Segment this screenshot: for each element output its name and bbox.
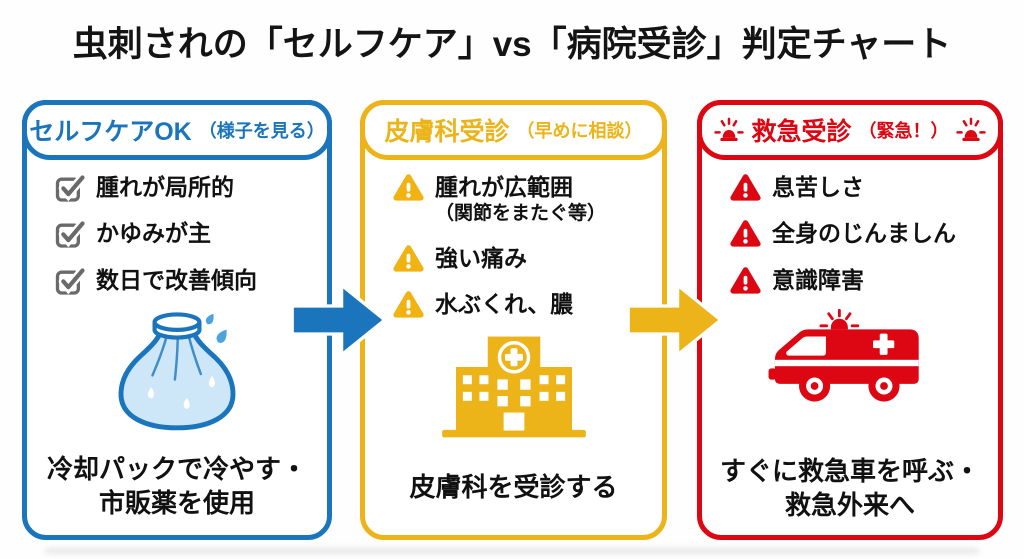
floor-shadow (45, 548, 979, 554)
warning-triangle-icon (730, 266, 761, 294)
dermatology-caption: 皮膚科を受診する (409, 472, 618, 503)
selfcare-caption: 冷却パックで冷やす・ 市販薬を使用 (46, 454, 307, 519)
warning-triangle-icon (393, 290, 424, 318)
panel-selfcare-title: セルフケアOK (29, 118, 192, 146)
checklist-item-label: 強い痛み (435, 244, 527, 271)
checklist-item-label: 意識障害 (772, 266, 864, 293)
checklist-item: かゆみが主 (55, 219, 319, 249)
checklist-item-label: 息苦しさ (772, 174, 864, 200)
checklist-item: 息苦しさ (730, 173, 990, 202)
checklist-item-label: 腫れが広範囲 (435, 174, 573, 200)
checklist-item-label: 腫れが局所的 (96, 174, 234, 200)
checklist-item-note: （関節をまたぐ等） (435, 203, 607, 225)
checklist-item-text: 腫れが広範囲 （関節をまたぐ等） (435, 173, 606, 227)
ice-pack-icon (27, 310, 327, 440)
checklist-item: 数日で改善傾向 (55, 265, 319, 295)
selfcare-checklist: 腫れが局所的 かゆみが主 (55, 173, 319, 295)
panel-dermatology: 皮膚科受診 （早めに相談） 腫れが広範囲 （関節をまたぐ等） (360, 100, 667, 540)
siren-icon (714, 117, 745, 143)
panel-selfcare: セルフケアOK （様子を見る） 腫れが局所的 (22, 100, 332, 540)
checklist-item: 強い痛み (393, 244, 654, 273)
siren-icon (955, 117, 986, 143)
panel-dermatology-title-note: （早めに相談） (516, 121, 643, 141)
checklist-item: 水ぶくれ、膿 (393, 290, 654, 319)
arrow-right-icon (627, 280, 722, 360)
panel-emergency-title-note: （緊急！） (858, 121, 949, 141)
emergency-checklist: 息苦しさ 全身のじんましん (730, 173, 990, 295)
page-title: 虫刺されの「セルフケア」vs「病院受診」判定チャート (72, 25, 952, 64)
panel-selfcare-title-note: （様子を見る） (198, 121, 325, 141)
checklist-item: 腫れが局所的 (55, 173, 319, 202)
checkbox-checked-icon (55, 265, 85, 295)
checklist-item-label: 全身のじんましん (772, 220, 956, 247)
warning-triangle-icon (730, 173, 761, 201)
checkbox-checked-icon (55, 219, 85, 249)
panel-emergency-header: 救急受診 （緊急！） (697, 100, 1003, 160)
checklist-item-label: 水ぶくれ、膿 (435, 291, 574, 318)
hospital-icon (365, 335, 662, 439)
checklist-item: 意識障害 (730, 266, 990, 295)
panel-selfcare-header: セルフケアOK （様子を見る） (22, 100, 332, 160)
panel-dermatology-title: 皮膚科受診 (384, 118, 510, 146)
panel-dermatology-header: 皮膚科受診 （早めに相談） (360, 100, 667, 160)
warning-triangle-icon (393, 244, 424, 272)
checklist-item-label: かゆみが主 (96, 220, 211, 247)
warning-triangle-icon (393, 173, 424, 201)
arrow-right-icon (291, 280, 386, 360)
checklist-item-label: 数日で改善傾向 (96, 266, 257, 293)
panel-emergency-title: 救急受診 (751, 118, 852, 146)
warning-triangle-icon (730, 219, 761, 248)
ambulance-icon (702, 308, 998, 418)
checklist-item: 全身のじんましん (730, 219, 990, 248)
dermatology-checklist: 腫れが広範囲 （関節をまたぐ等） 強い痛み (393, 173, 654, 320)
panel-emergency: 救急受診 （緊急！） (697, 100, 1003, 540)
emergency-caption: すぐに救急車を呼ぶ・ 救急外来へ (719, 456, 980, 521)
checkbox-checked-icon (55, 173, 85, 202)
checklist-item: 腫れが広範囲 （関節をまたぐ等） (393, 173, 654, 227)
